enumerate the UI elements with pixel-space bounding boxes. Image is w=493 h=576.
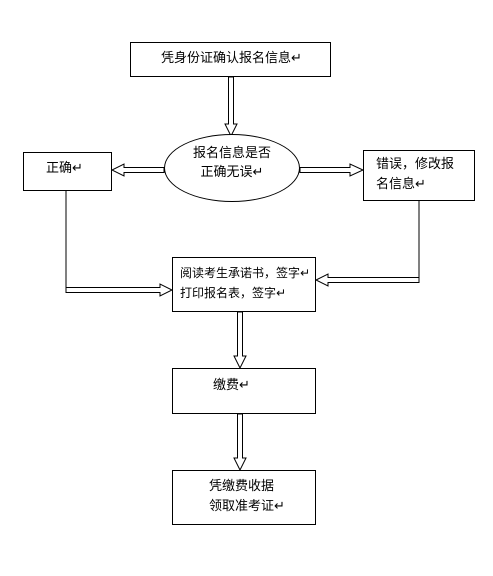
receipt-box: 凭缴费收据 领取准考证↵ [172, 470, 316, 525]
arrow-read-to-pay [233, 311, 247, 370]
receipt-text-line2: 领取准考证↵ [209, 499, 285, 514]
error-text-line1: 错误，修改报 [376, 157, 455, 172]
receipt-text-line1: 凭缴费收据 [209, 479, 275, 494]
arrow-correct-to-read [65, 283, 174, 297]
read-text-line2: 打印报名表，签字↵ [180, 286, 287, 300]
arrow-decision-to-error [299, 163, 365, 177]
read-text-line1: 阅读考生承诺书，签字↵ [180, 266, 311, 280]
decision-text-line2: 正确无误↵ [200, 165, 264, 180]
correct-box: 正确↵ [23, 152, 112, 191]
decision-text-line1: 报名信息是否 [192, 146, 271, 161]
arrow-pay-to-receipt [233, 413, 247, 472]
pay-text: 缴费↵ [213, 378, 250, 393]
pay-box: 缴费↵ [172, 368, 316, 414]
decision-oval: 报名信息是否 正确无误↵ [164, 134, 300, 202]
arrow-verify-to-decision [224, 76, 238, 138]
verify-id-box: 凭身份证确认报名信息↵ [130, 42, 331, 77]
read-sign-box: 阅读考生承诺书，签字↵ 打印报名表，签字↵ [172, 257, 316, 312]
arrow-error-to-read [314, 273, 420, 287]
verify-id-text: 凭身份证确认报名信息↵ [161, 51, 302, 66]
arrow-decision-to-correct [110, 163, 165, 177]
error-box: 错误，修改报 名信息↵ [363, 150, 475, 201]
error-text-line2: 名信息↵ [376, 177, 426, 192]
correct-text: 正确↵ [46, 161, 83, 176]
